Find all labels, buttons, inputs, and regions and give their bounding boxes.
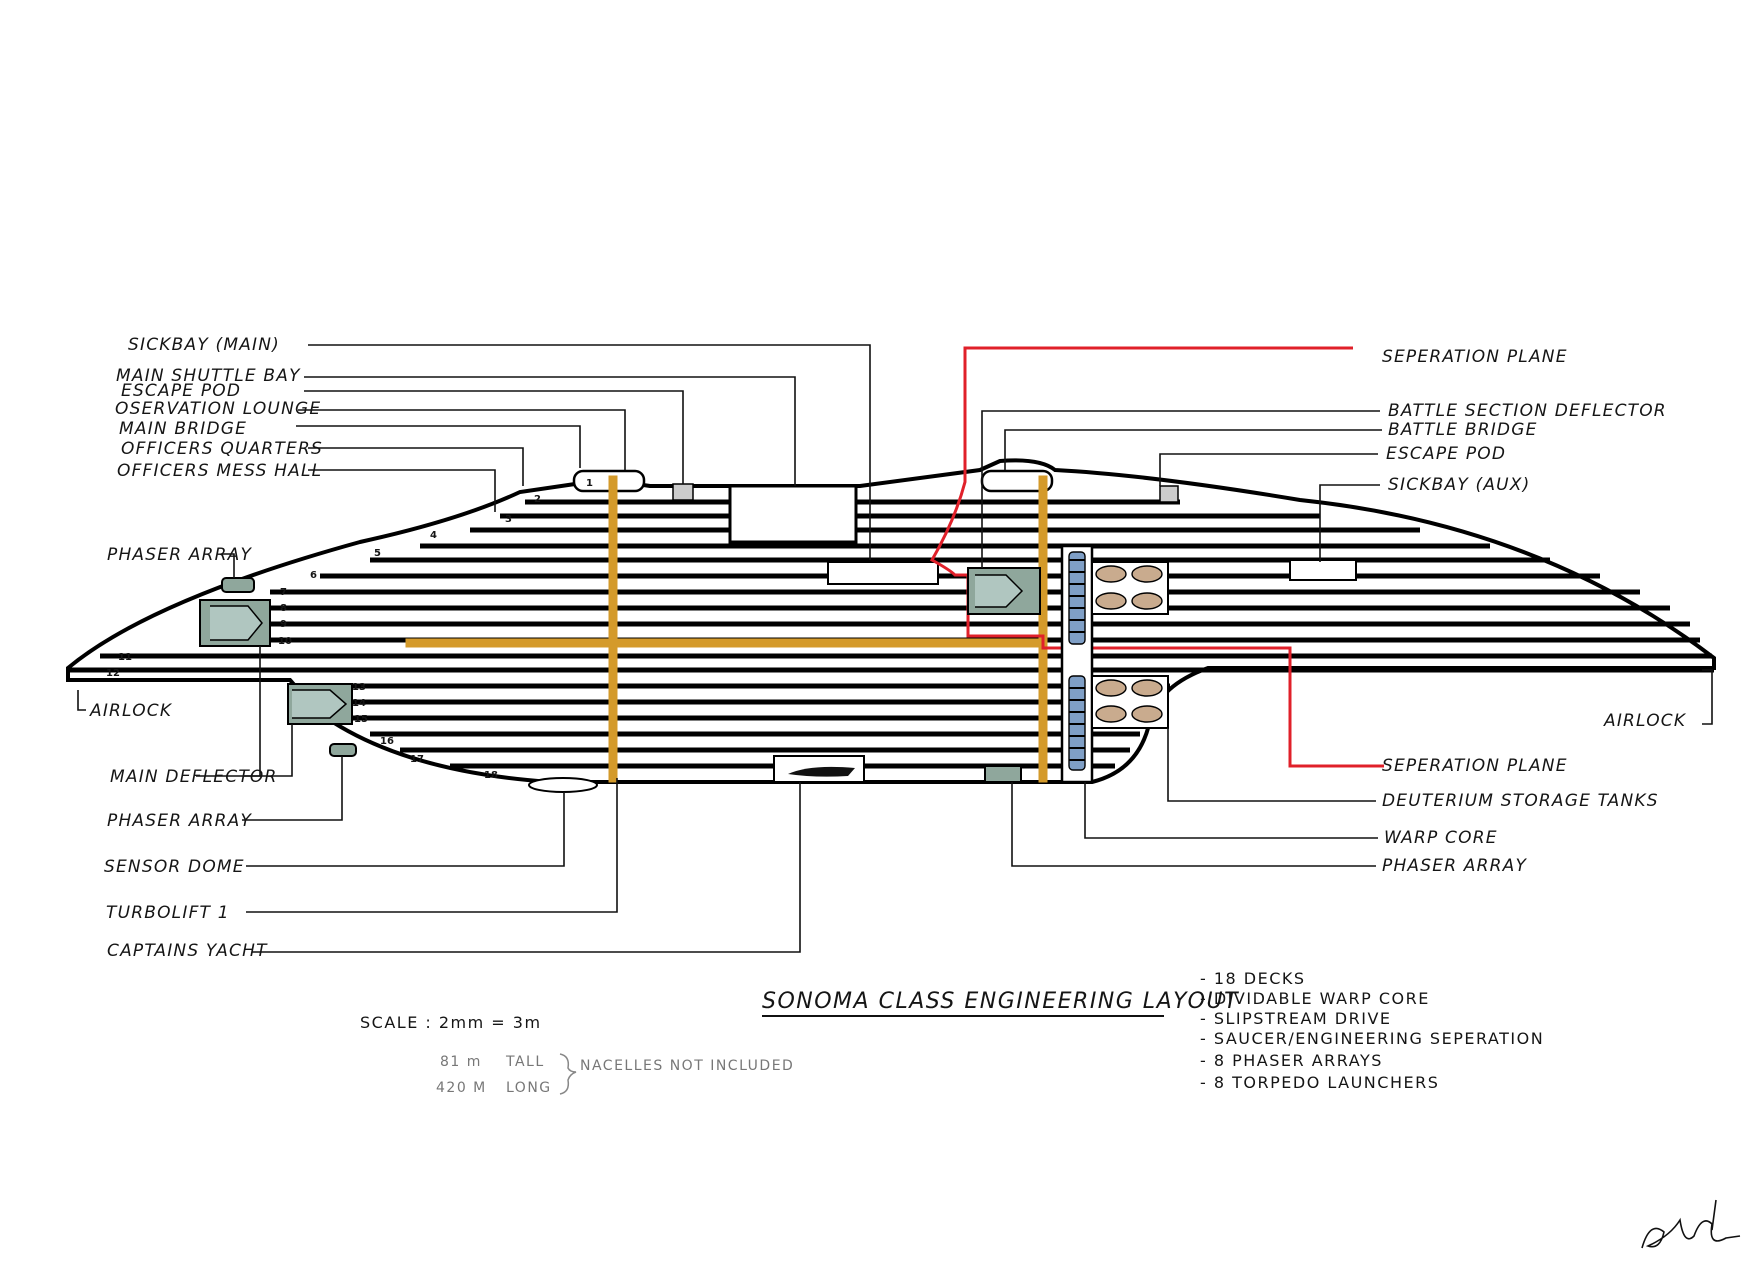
scale-note: SCALE : 2mm = 3m [360, 1013, 542, 1032]
captains-yacht [788, 766, 855, 777]
label-warp-core: WARP CORE [1384, 828, 1498, 848]
label-sensor-dome: SENSOR DOME [104, 857, 245, 877]
label-airlock-left: AIRLOCK [89, 701, 173, 721]
deck-number: 15 [354, 714, 368, 725]
phaser-array-dorsal-fwd [221, 577, 255, 593]
leader-lines-right [981, 410, 1713, 867]
warp-core [1060, 544, 1094, 784]
deck-number: 2 [534, 494, 541, 505]
deck-number: 13 [352, 682, 366, 693]
deck-number: 18 [484, 770, 498, 781]
label-main-bridge: MAIN BRIDGE [119, 419, 247, 439]
label-sickbay-aux: SICKBAY (AUX) [1388, 475, 1531, 495]
label-captains-yacht: CAPTAINS YACHT [107, 941, 268, 961]
label-officers-mess-hall: OFFICERS MESS HALL [117, 461, 322, 481]
label-sickbay-main: SICKBAY (MAIN) [128, 335, 280, 355]
deck-number: 1 [586, 478, 593, 489]
dimension-length: 420 M [436, 1080, 487, 1096]
diagram-title: SONOMA CLASS ENGINEERING LAYOUT [762, 989, 1239, 1014]
label-observation-lounge: OSERVATION LOUNGE [115, 399, 321, 419]
label-phaser-array-upper: PHASER ARRAY [107, 545, 252, 565]
label-battle-section-deflector: BATTLE SECTION DEFLECTOR [1388, 401, 1667, 421]
phaser-array-ventral-fwd [329, 743, 357, 757]
dimension-note: NACELLES NOT INCLUDED [580, 1058, 794, 1074]
deck-number: 12 [106, 668, 120, 679]
deck-number: 5 [374, 548, 381, 559]
phaser-array-ventral-aft [984, 765, 1022, 783]
deuterium-tanks [1091, 561, 1169, 729]
label-separation-plane-top: SEPERATION PLANE [1382, 347, 1568, 367]
label-escape-pod: ESCAPE POD [121, 381, 241, 401]
spec-item: - 8 PHASER ARRAYS [1200, 1051, 1383, 1070]
label-officers-quarters: OFFICERS QUARTERS [121, 439, 323, 459]
label-turbolift: TURBOLIFT 1 [106, 903, 230, 923]
turbolift-shafts [405, 475, 1048, 783]
escape-pod-aft [1159, 485, 1179, 503]
deck-number: 11 [118, 652, 132, 663]
label-phaser-array-lower: PHASER ARRAY [107, 811, 252, 831]
spec-item: - SLIPSTREAM DRIVE [1200, 1009, 1392, 1028]
sickbay-aux [1289, 559, 1357, 581]
dimension-height-label: TALL [505, 1054, 545, 1070]
labels-left: SICKBAY (MAIN) MAIN SHUTTLE BAY ESCAPE P… [89, 335, 323, 961]
title-block: SONOMA CLASS ENGINEERING LAYOUT SCALE : … [360, 989, 1239, 1096]
spec-item: - DIVIDABLE WARP CORE [1200, 989, 1430, 1008]
dimension-brace [559, 1053, 577, 1095]
separation-plane [929, 346, 1384, 768]
main-shuttle-bay [728, 484, 858, 544]
artist-signature [1641, 1199, 1741, 1249]
sensor-dome [528, 777, 598, 793]
spec-list: - 18 DECKS - DIVIDABLE WARP CORE - SLIPS… [1200, 969, 1544, 1092]
deck-number: 14 [352, 698, 366, 709]
label-airlock-right: AIRLOCK [1603, 711, 1687, 731]
deck-numbers: 1 2 3 4 5 6 7 8 9 10 11 12 13 14 15 16 1… [106, 478, 593, 781]
deck-number: 8 [280, 603, 287, 614]
deck-number: 17 [410, 754, 424, 765]
deck-number: 6 [310, 570, 317, 581]
spec-item: - 18 DECKS [1200, 969, 1306, 988]
labels-right: SEPERATION PLANE BATTLE SECTION DEFLECTO… [1382, 347, 1687, 876]
sickbay-main [827, 561, 939, 585]
interior-compartments [528, 469, 1357, 793]
deck-number: 16 [380, 736, 394, 747]
escape-pod-main [672, 483, 694, 501]
deck-number: 10 [278, 636, 292, 647]
label-main-shuttle-bay: MAIN SHUTTLE BAY [116, 366, 301, 386]
label-escape-pod-right: ESCAPE POD [1386, 444, 1506, 464]
label-battle-bridge: BATTLE BRIDGE [1388, 420, 1538, 440]
label-phaser-array-right: PHASER ARRAY [1382, 856, 1527, 876]
dimension-length-label: LONG [506, 1080, 552, 1096]
phaser-pods [199, 567, 1041, 757]
spec-item: - SAUCER/ENGINEERING SEPERATION [1200, 1029, 1544, 1048]
label-deuterium-tanks: DEUTERIUM STORAGE TANKS [1382, 791, 1659, 811]
spec-item: - 8 TORPEDO LAUNCHERS [1200, 1073, 1439, 1092]
label-main-deflector: MAIN DEFLECTOR [110, 767, 278, 787]
label-separation-plane-bottom: SEPERATION PLANE [1382, 756, 1568, 776]
deck-number: 7 [280, 587, 287, 598]
deck-number: 3 [505, 514, 512, 525]
deck-number: 4 [430, 530, 437, 541]
leader-lines-left [77, 344, 871, 953]
deck-lines [68, 499, 1714, 769]
deck-number: 9 [280, 619, 287, 630]
dimension-height: 81 m [440, 1054, 482, 1070]
